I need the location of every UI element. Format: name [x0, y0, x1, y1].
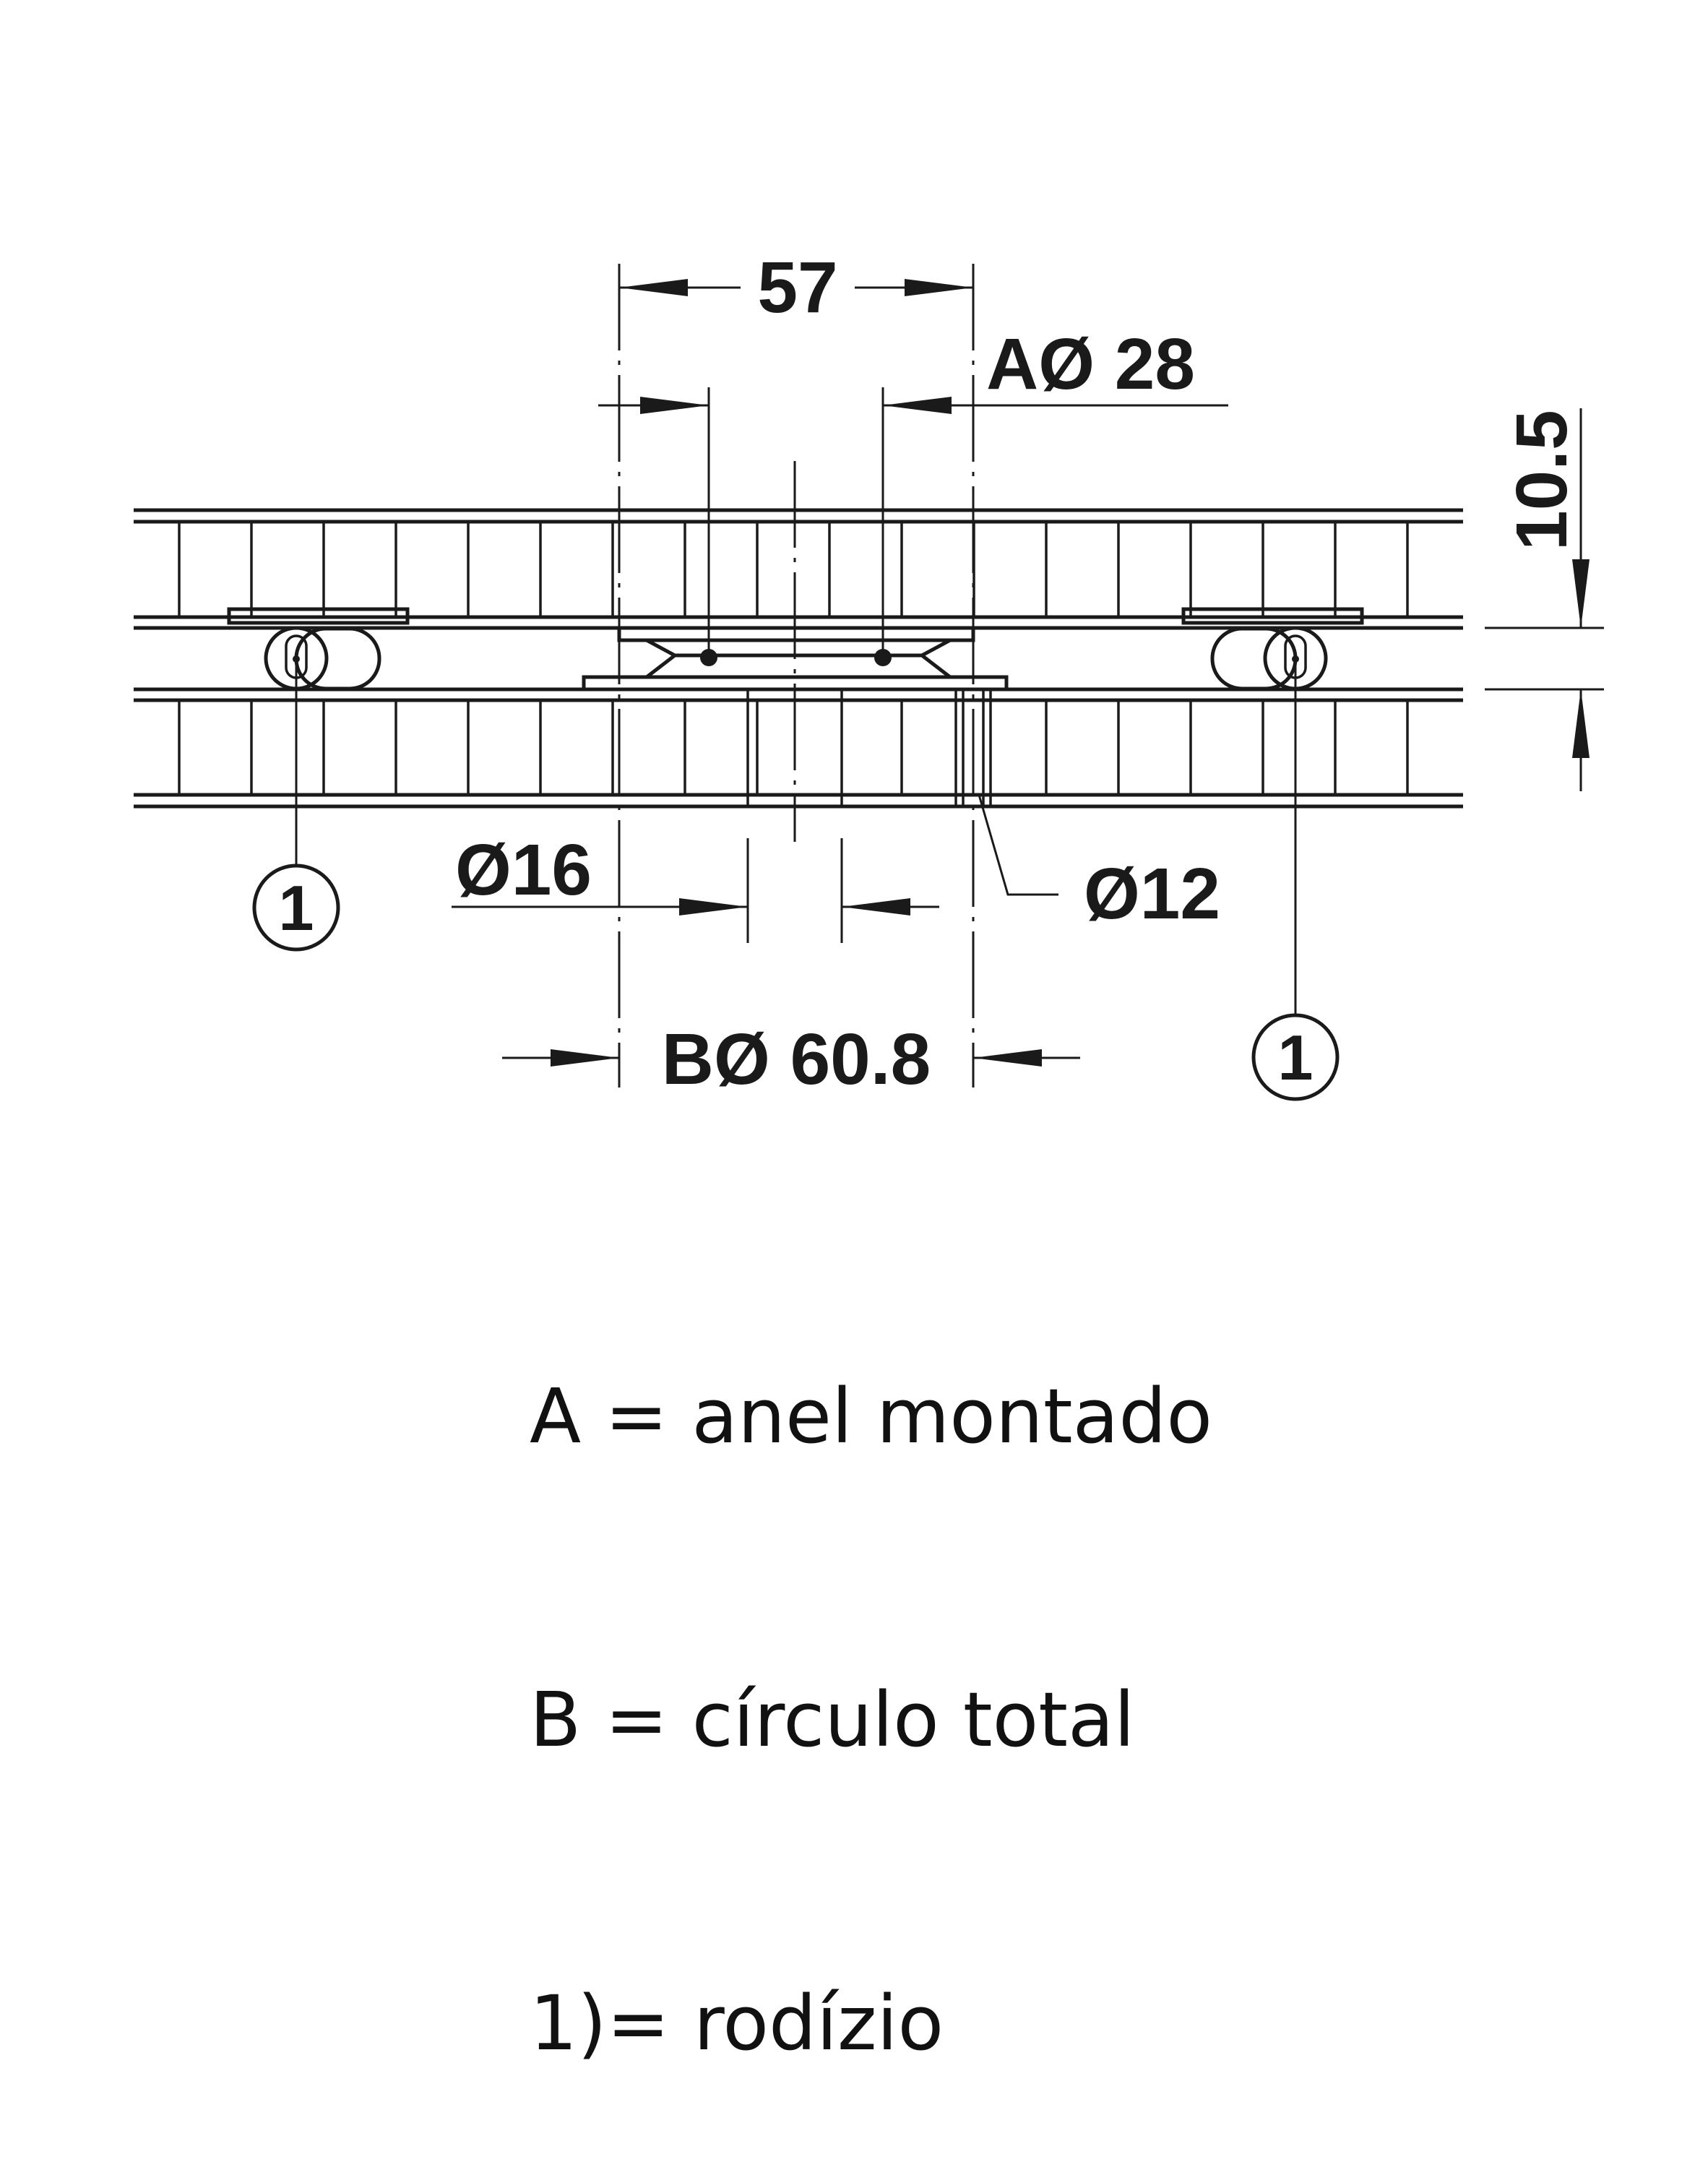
- callout-castor-left: 1: [252, 659, 340, 952]
- dimension-total-circle-label: BØ 60.8: [662, 1019, 931, 1100]
- lower-panel-cells: [178, 700, 1409, 795]
- callout-castor-left-label: 1: [279, 872, 314, 944]
- lower-panel: [134, 687, 1463, 809]
- bearing-ball-right: [874, 649, 892, 666]
- dimension-ring-label: AØ 28: [986, 324, 1195, 405]
- castor-plate-right: [1181, 607, 1364, 625]
- bearing-ball-left: [700, 649, 717, 666]
- technical-drawing: 57 AØ 28 10.5 Ø16 Ø12: [134, 247, 1604, 1101]
- legend: A = anel montado B = círculo total 1)= r…: [530, 1163, 1212, 2175]
- legend-castor: 1)= rodízio: [530, 1979, 944, 2067]
- dimension-bore: Ø12: [978, 794, 1220, 934]
- castor-plate-left: [227, 607, 410, 625]
- dimension-height-label: 10.5: [1501, 410, 1582, 551]
- callout-castor-right-label: 1: [1278, 1022, 1314, 1093]
- castor-right: [1210, 626, 1328, 691]
- dimension-pin-label: Ø16: [455, 830, 592, 910]
- dimension-total-circle: BØ 60.8: [502, 1019, 1080, 1100]
- castor-left: [264, 626, 381, 691]
- dimension-height: 10.5: [1485, 408, 1604, 791]
- callout-castor-right: 1: [1251, 659, 1340, 1101]
- upper-panel-cells: [178, 522, 1409, 617]
- dimension-57-label: 57: [757, 247, 837, 328]
- legend-a: A = anel montado: [530, 1372, 1212, 1460]
- legend-b: B = círculo total: [530, 1676, 1135, 1764]
- dimension-57: 57: [619, 247, 973, 328]
- dimension-ring: AØ 28: [598, 324, 1228, 654]
- dimension-pin: Ø16: [452, 830, 939, 943]
- dimension-bore-label: Ø12: [1084, 853, 1220, 934]
